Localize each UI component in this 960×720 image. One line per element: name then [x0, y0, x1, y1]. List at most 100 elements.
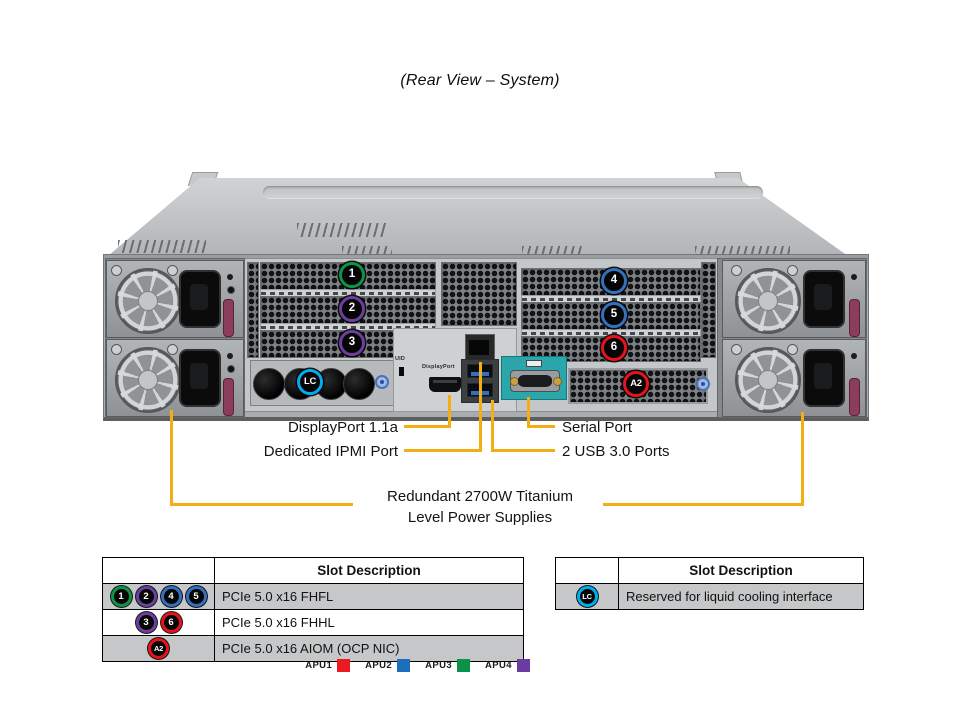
vent-grille-center	[441, 262, 517, 326]
callout-ipmi: Dedicated IPMI Port	[263, 443, 398, 460]
table-slot-badge-1: 1	[110, 586, 132, 607]
callout-line-displayport	[404, 425, 451, 428]
screw	[731, 265, 742, 276]
callout-line-usb	[491, 400, 494, 452]
table-slot-badge-6: 6	[160, 612, 182, 633]
table-header-empty	[555, 557, 619, 584]
slot-description-cell: Reserved for liquid cooling interface	[618, 583, 864, 610]
serial-db9-connector	[510, 370, 562, 392]
slot-badge-3: 3	[339, 330, 365, 356]
slot-badge-5: 5	[601, 302, 627, 328]
callout-usb: 2 USB 3.0 Ports	[562, 443, 670, 460]
screw	[787, 344, 798, 355]
power-supply	[722, 339, 866, 417]
callout-line-psu-left	[170, 410, 173, 506]
table-header-slot-description: Slot Description	[618, 557, 864, 584]
slot-badge-4: 4	[601, 268, 627, 294]
chassis-lid-ridge	[263, 186, 763, 199]
psu-power-inlet	[179, 270, 221, 328]
screw	[731, 344, 742, 355]
slot-badge-cell: A2	[102, 635, 215, 662]
callout-line-ipmi	[479, 362, 482, 452]
lid-vent	[118, 240, 206, 253]
legend-item-apu3: APU3	[425, 659, 471, 672]
lc-hose-hole	[343, 368, 375, 400]
uid-label: UID	[395, 356, 406, 362]
callout-serial: Serial Port	[562, 419, 633, 436]
callout-line-serial	[527, 425, 555, 428]
legend-label: APU3	[425, 660, 453, 671]
table-slot-badge-4: 4	[160, 586, 182, 607]
table-slot-badge-lc: LC	[576, 586, 598, 607]
ipmi-lan-port-inner	[469, 340, 489, 355]
power-supply	[106, 339, 244, 417]
screw	[111, 344, 122, 355]
lid-vent	[342, 246, 392, 257]
psu-led	[227, 365, 235, 373]
table-header-row: Slot Description	[555, 557, 864, 584]
callout-line-psu-left	[170, 503, 353, 506]
slot-description-cell: PCIe 5.0 x16 FHFL	[214, 583, 524, 610]
slot-badge-cell: LC	[555, 583, 619, 610]
psu-release-handle	[849, 378, 860, 416]
slot-description-cell: PCIe 5.0 x16 AIOM (OCP NIC)	[214, 635, 524, 662]
legend-label: APU1	[305, 660, 333, 671]
page-title: (Rear View – System)	[400, 72, 560, 89]
screw	[167, 265, 178, 276]
power-supply	[106, 260, 244, 338]
displayport-label: DisplayPort	[422, 364, 455, 370]
slot-description-table-right: Slot Description LC Reserved for liquid c…	[555, 557, 864, 610]
psu-led	[851, 353, 857, 359]
psu-fan	[115, 268, 181, 334]
table-slot-badge-2: 2	[135, 586, 157, 607]
legend-color-swatch	[457, 659, 471, 672]
displayport-port	[429, 377, 461, 392]
psu-fan	[115, 347, 181, 413]
table-header-row: Slot Description	[102, 557, 524, 584]
callout-power-line2: Level Power Supplies	[407, 509, 553, 526]
psu-led	[227, 286, 235, 294]
legend-label: APU2	[365, 660, 393, 671]
slot-description-cell: PCIe 5.0 x16 FHHL	[214, 609, 524, 636]
slot-badge-lc: LC	[297, 369, 323, 395]
slot-badge-1: 1	[339, 262, 365, 288]
table-slot-badge-3: 3	[135, 612, 157, 633]
callout-line-usb	[491, 449, 555, 452]
screw	[111, 265, 122, 276]
psu-fan	[735, 347, 801, 413]
psu-led	[227, 274, 233, 280]
table-row: LC Reserved for liquid cooling interface	[555, 583, 864, 610]
legend-item-apu4: APU4	[485, 659, 530, 672]
callout-displayport: DisplayPort 1.1a	[287, 419, 398, 436]
psu-bay-right	[717, 258, 867, 418]
slot-badge-2: 2	[339, 296, 365, 322]
callout-power-supplies: Redundant 2700W Titanium Level Power Sup…	[330, 486, 630, 528]
apu-color-legend: APU1 APU2 APU3 APU4	[0, 659, 530, 672]
thumbscrew	[375, 375, 389, 389]
table-slot-badge-a2: A2	[148, 638, 169, 659]
legend-color-swatch	[337, 659, 351, 672]
psu-release-handle	[849, 299, 860, 337]
vent-strip	[247, 262, 259, 358]
callout-line-serial	[527, 397, 530, 428]
callout-power-line1: Redundant 2700W Titanium	[387, 488, 573, 505]
callout-line-psu-right	[801, 412, 804, 506]
callout-line-displayport	[448, 395, 451, 428]
serial-port-label	[526, 360, 542, 367]
screw	[167, 344, 178, 355]
slot-badge-6: 6	[601, 335, 627, 361]
table-header-empty	[102, 557, 215, 584]
legend-item-apu1: APU1	[305, 659, 351, 672]
callout-line-psu-right	[603, 503, 804, 506]
uid-button	[399, 367, 404, 376]
callout-line-ipmi	[404, 449, 482, 452]
vent-strip	[701, 262, 716, 358]
power-supply	[722, 260, 866, 338]
legend-color-swatch	[517, 659, 530, 672]
psu-led	[851, 274, 857, 280]
